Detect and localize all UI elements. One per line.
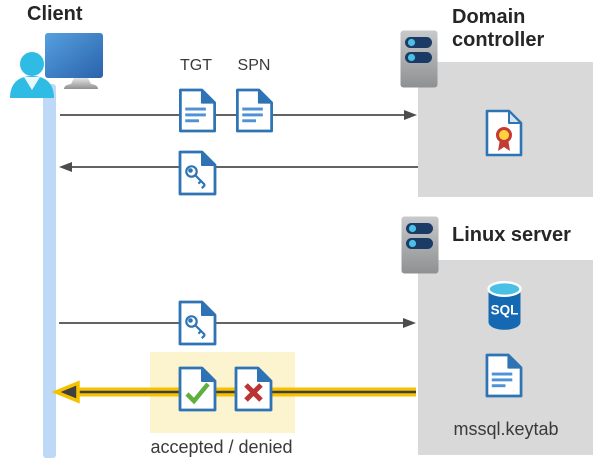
- server-led: [407, 38, 416, 47]
- client-title: Client: [27, 3, 83, 25]
- key-ticket-document-icon: [178, 300, 217, 346]
- monitor-stand: [64, 78, 98, 89]
- arrowhead-left-yellow-icon: [51, 380, 80, 404]
- domain-controller-title: Domain controller: [452, 6, 545, 51]
- keytab-document-icon: [485, 353, 523, 398]
- certificate-seal: [496, 127, 512, 143]
- arrow-client-to-domain-controller: [60, 110, 417, 120]
- arrowhead-left-icon: [59, 162, 72, 172]
- sql-database-icon: SQL: [487, 281, 522, 330]
- key-ticket-document-icon: [178, 150, 217, 196]
- tgt-label: TGT: [180, 57, 212, 74]
- accepted-check-document-icon: [178, 366, 217, 412]
- spn-document-icon: [236, 88, 273, 133]
- tgt-document-icon: [179, 88, 216, 133]
- spn-label: SPN: [237, 57, 271, 74]
- server-led: [408, 224, 417, 233]
- arrowhead-right-icon: [403, 318, 416, 328]
- server-led: [408, 239, 417, 248]
- person-at-monitor-icon: [10, 33, 103, 98]
- key-glyph: [185, 315, 206, 339]
- server-icon: [401, 216, 439, 274]
- person-head: [20, 52, 44, 76]
- monitor-screen: [45, 33, 103, 78]
- keytab-filename: mssql.keytab: [453, 419, 559, 439]
- server-icon: [400, 30, 438, 88]
- database-top: [487, 281, 522, 297]
- arrowhead-right-icon: [404, 110, 417, 120]
- check-glyph: [185, 382, 210, 405]
- server-led: [407, 53, 416, 62]
- key-glyph: [185, 165, 206, 189]
- sql-badge-label: SQL: [491, 303, 519, 318]
- cross-glyph: [244, 383, 263, 402]
- denied-cross-document-icon: [234, 366, 273, 412]
- arrow-domain-controller-to-client: [59, 162, 418, 172]
- arrow-client-to-linux-server: [59, 318, 416, 328]
- certificate-document-icon: [485, 109, 523, 157]
- linux-server-title: Linux server: [452, 224, 571, 246]
- person-collar: [24, 77, 40, 90]
- result-caption: accepted / denied: [150, 437, 293, 457]
- client-timeline: [43, 84, 56, 458]
